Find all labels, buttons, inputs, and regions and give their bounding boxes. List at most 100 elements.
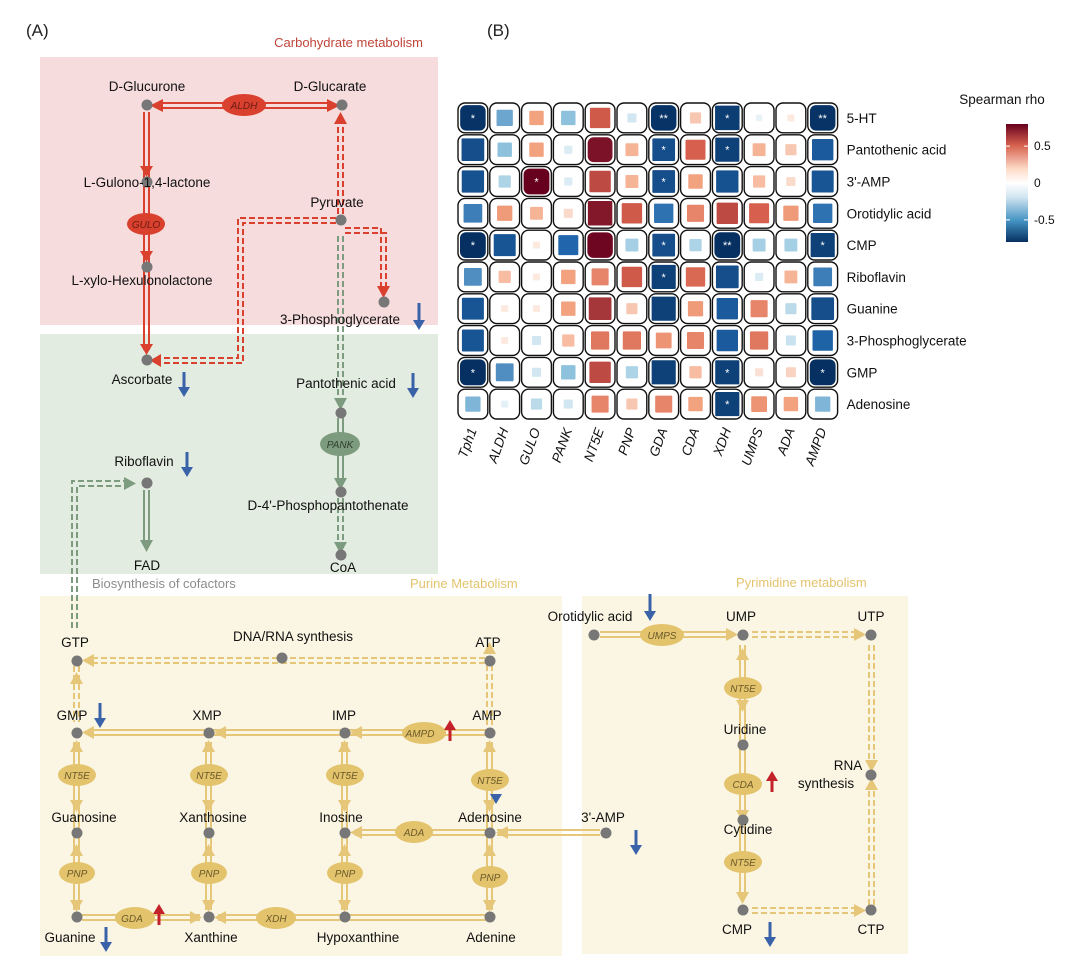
heatmap-value-square (755, 114, 763, 122)
heatmap-value-square (501, 305, 509, 313)
heatmap-value-square (715, 137, 740, 162)
heatmap-row-label: Guanine (847, 302, 898, 317)
legend-title: Spearman rho (959, 92, 1045, 107)
enzyme-ada: ADA (395, 821, 433, 843)
heatmap-value-square (529, 110, 544, 126)
svg-text:NT5E: NT5E (64, 771, 90, 782)
heatmap-value-square (651, 296, 676, 321)
label-guanosine: Guanosine (51, 810, 116, 825)
svg-text:NT5E: NT5E (730, 858, 756, 869)
heatmap-value-square (786, 176, 796, 187)
label-cytidine: Cytidine (724, 822, 773, 837)
significance-marker: * (662, 177, 667, 189)
pyrimidine-title: Pyrimidine metabolism (736, 575, 867, 590)
significance-marker: * (662, 272, 667, 284)
heatmap-column-label: PNP (615, 426, 639, 457)
significance-marker: * (725, 145, 730, 157)
heatmap-value-square (809, 359, 836, 386)
heatmap-row-label: 3'-AMP (847, 175, 891, 190)
heatmap-value-square (496, 109, 513, 127)
heatmap-value-square (716, 298, 738, 320)
metabolite-nodes (71, 99, 877, 923)
label-dna-rna-synthesis: DNA/RNA synthesis (233, 629, 353, 644)
label-3-phosphoglycerate: 3-Phosphoglycerate (280, 312, 400, 327)
enzyme-gda: GDA (115, 907, 155, 929)
heatmap-value-square (652, 138, 676, 162)
svg-text:XDH: XDH (264, 914, 287, 925)
heatmap-value-square (752, 143, 766, 157)
label-amp: AMP (472, 708, 501, 723)
label-adenine: Adenine (466, 930, 516, 945)
heatmap-column-label: XDH (710, 426, 734, 459)
heatmap-value-square (501, 336, 509, 345)
colorbar-tick-label: -0.5 (1034, 213, 1055, 227)
label-xanthosine: Xanthosine (179, 810, 247, 825)
enzyme-nt5e-ump: NT5E (724, 677, 762, 699)
svg-text:PANK: PANK (327, 440, 355, 451)
heatmap-row-label: Riboflavin (847, 270, 906, 285)
heatmap-value-square (784, 238, 798, 252)
significance-marker: * (662, 145, 667, 157)
heatmap-value-square (531, 335, 542, 346)
purine-title: Purine Metabolism (410, 576, 518, 591)
colorbar-legend: Spearman rho 0.50-0.5 (959, 92, 1055, 242)
heatmap-value-square (558, 235, 579, 256)
down-arrow-icon (630, 830, 642, 855)
heatmap-value-square (497, 142, 512, 157)
enzyme-gulo: GULO (127, 213, 165, 235)
heatmap-value-square (625, 175, 639, 188)
heatmap-value-square (813, 203, 833, 223)
heatmap-value-square (587, 201, 613, 226)
enzyme-nt5e-gmp: NT5E (58, 764, 96, 786)
heatmap-value-square (685, 139, 706, 160)
pyrimidine-arrowheads (726, 628, 878, 917)
down-arrow-icon (413, 303, 425, 330)
heatmap-value-square (626, 303, 638, 315)
heatmap-value-square (813, 267, 833, 287)
down-arrow-icon (644, 594, 656, 621)
heatmap-value-square (589, 107, 611, 129)
enzyme-pnp-adenosine: PNP (472, 866, 508, 888)
significance-marker: * (821, 240, 826, 252)
enzyme-pnp-inosine: PNP (327, 862, 363, 884)
heatmap-value-square (652, 233, 676, 257)
label-coa: CoA (330, 560, 356, 575)
heatmap-value-square (626, 398, 638, 410)
colorbar-tick-label: 0.5 (1034, 139, 1051, 153)
up-arrow-icon (766, 771, 778, 792)
label-xmp: XMP (192, 708, 221, 723)
heatmap-value-square (465, 396, 481, 412)
significance-marker: ** (818, 113, 827, 125)
label-pyruvate: Pyruvate (310, 195, 363, 210)
heatmap-value-square (530, 206, 543, 220)
heatmap-value-square (655, 395, 673, 413)
heatmap-value-square (563, 399, 573, 409)
heatmap-value-square (591, 268, 609, 286)
heatmap-column-label: ADA (774, 426, 798, 458)
heatmap-value-square (587, 232, 613, 258)
heatmap-value-square (464, 268, 482, 286)
heatmap-column-label: UMPS (738, 426, 765, 468)
label-rna-synthesis-line1: RNA (834, 758, 863, 773)
heatmap-value-square (811, 170, 834, 193)
label-d-glucarate: D-Glucarate (294, 79, 367, 94)
panel-label-a: (A) (26, 21, 49, 40)
heatmap-row-label: GMP (847, 365, 878, 380)
heatmap-value-square (463, 203, 483, 223)
enzyme-xdh: XDH (256, 907, 296, 929)
heatmap-value-square (460, 105, 486, 131)
heatmap-value-square (651, 264, 676, 289)
down-arrow-icon (178, 372, 190, 397)
purine-arrowheads (70, 642, 508, 924)
cofactor-edges (71, 236, 347, 628)
heatmap-value-square (686, 331, 705, 350)
heatmap-value-square (755, 272, 764, 281)
heatmap-value-square (685, 267, 706, 287)
heatmap-value-square (716, 329, 738, 352)
enzyme-pnp-guanosine: PNP (59, 862, 95, 884)
down-arrow-icon (181, 452, 193, 477)
metabolite-labels: D-Glucurone D-Glucarate L-Gulono-1,4-lac… (44, 79, 884, 945)
heatmap-column-label: AMPD (802, 426, 830, 469)
up-arrow-icon (153, 904, 165, 925)
heatmap-value-square (621, 203, 643, 224)
